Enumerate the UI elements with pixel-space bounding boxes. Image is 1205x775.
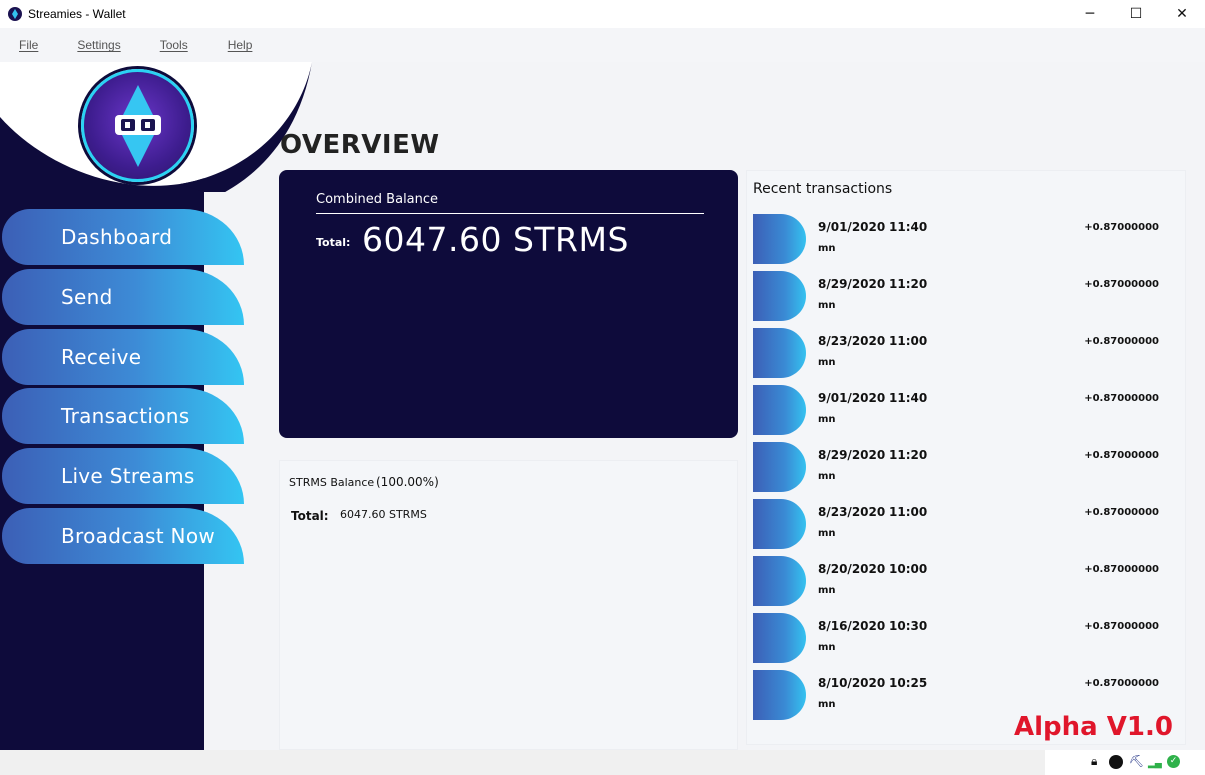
maximize-button[interactable]: ☐ (1129, 6, 1143, 22)
transaction-date: 9/01/2020 (818, 391, 886, 405)
transaction-icon (753, 385, 806, 435)
title-bar: Streamies - Wallet ─ ☐ ✕ (0, 0, 1205, 28)
transaction-amount: +0.87000000 (1084, 222, 1159, 233)
transaction-type: mn (818, 528, 836, 539)
transaction-icon (753, 442, 806, 492)
strms-balance-percent: (100.00%) (376, 475, 439, 489)
nav-broadcast-now[interactable]: Broadcast Now (2, 508, 244, 564)
transaction-row[interactable]: 8/29/2020 11:20 mn +0.87000000 (753, 271, 1173, 321)
combined-balance-label: Combined Balance (316, 192, 439, 207)
window-controls: ─ ☐ ✕ (1067, 0, 1205, 28)
menu-bar: File Settings Tools Help (0, 28, 1205, 62)
combined-balance-card: Combined Balance Total: 6047.60 STRMS (279, 170, 738, 438)
transaction-amount: +0.87000000 (1084, 393, 1159, 404)
transaction-time: 10:00 (889, 562, 928, 576)
total-label: Total: (316, 236, 351, 249)
strms-balance-panel: STRMS Balance (100.00%) Total: 6047.60 S… (279, 460, 738, 750)
transaction-icon (753, 613, 806, 663)
total-balance-value: 6047.60 STRMS (362, 220, 629, 259)
transaction-icon (753, 499, 806, 549)
transaction-time: 11:00 (889, 334, 928, 348)
transaction-time: 11:20 (889, 277, 928, 291)
transaction-row[interactable]: 8/20/2020 10:00 mn +0.87000000 (753, 556, 1173, 606)
transaction-icon (753, 670, 806, 720)
nav-receive[interactable]: Receive (2, 329, 244, 385)
status-icons-area: 🔒︎ ⛏ ▂▄ ✓ (1045, 750, 1205, 775)
menu-settings[interactable]: Settings (77, 38, 121, 52)
signal-icon[interactable]: ▂▄ (1148, 759, 1162, 769)
transaction-amount: +0.87000000 (1084, 678, 1159, 689)
transaction-amount: +0.87000000 (1084, 564, 1159, 575)
status-bar: 🔒︎ ⛏ ▂▄ ✓ (0, 750, 1205, 775)
transaction-row[interactable]: 9/01/2020 11:40 mn +0.87000000 (753, 385, 1173, 435)
divider (316, 213, 704, 214)
transaction-type: mn (818, 243, 836, 254)
nav-dashboard[interactable]: Dashboard (2, 209, 244, 265)
transaction-date: 8/23/2020 (818, 505, 886, 519)
window-title: Streamies - Wallet (28, 7, 126, 21)
transaction-amount: +0.87000000 (1084, 507, 1159, 518)
transaction-row[interactable]: 8/16/2020 10:30 mn +0.87000000 (753, 613, 1173, 663)
transaction-icon (753, 556, 806, 606)
transaction-row[interactable]: 8/29/2020 11:20 mn +0.87000000 (753, 442, 1173, 492)
mining-icon[interactable]: ⛏ (1129, 754, 1145, 768)
transaction-time: 11:40 (889, 220, 928, 234)
transaction-amount: +0.87000000 (1084, 336, 1159, 347)
transaction-time: 11:40 (889, 391, 928, 405)
transaction-icon (753, 271, 806, 321)
transaction-type: mn (818, 300, 836, 311)
strms-total-value: 6047.60 STRMS (340, 508, 427, 521)
transaction-amount: +0.87000000 (1084, 621, 1159, 632)
transaction-date: 8/29/2020 (818, 448, 886, 462)
menu-file[interactable]: File (19, 38, 39, 52)
recent-transactions-panel: Recent transactions 9/01/2020 11:40 mn +… (746, 170, 1186, 745)
nav-live-streams[interactable]: Live Streams (2, 448, 244, 504)
nav-transactions[interactable]: Transactions (2, 388, 244, 444)
page-title: OVERVIEW (280, 130, 440, 160)
transaction-amount: +0.87000000 (1084, 279, 1159, 290)
close-button[interactable]: ✕ (1176, 6, 1188, 22)
transaction-time: 11:20 (889, 448, 928, 462)
transaction-icon (753, 328, 806, 378)
transaction-time: 10:25 (889, 676, 928, 690)
transaction-date: 8/29/2020 (818, 277, 886, 291)
transaction-date: 8/10/2020 (818, 676, 886, 690)
strms-balance-label: STRMS Balance (289, 476, 375, 489)
sync-check-icon[interactable]: ✓ (1167, 755, 1180, 768)
transaction-type: mn (818, 471, 836, 482)
transaction-time: 10:30 (889, 619, 928, 633)
minimize-button[interactable]: ─ (1085, 6, 1095, 22)
transaction-row[interactable]: 8/10/2020 10:25 mn +0.87000000 (753, 670, 1173, 720)
transaction-row[interactable]: 9/01/2020 11:40 mn +0.87000000 (753, 214, 1173, 264)
transaction-date: 9/01/2020 (818, 220, 886, 234)
transaction-date: 8/20/2020 (818, 562, 886, 576)
transaction-amount: +0.87000000 (1084, 450, 1159, 461)
transaction-type: mn (818, 642, 836, 653)
transaction-type: mn (818, 585, 836, 596)
transaction-type: mn (818, 699, 836, 710)
streamies-icon[interactable] (1109, 755, 1123, 769)
menu-help[interactable]: Help (227, 38, 253, 52)
nav-send[interactable]: Send (2, 269, 244, 325)
recent-transactions-title: Recent transactions (753, 181, 893, 197)
transaction-type: mn (818, 414, 836, 425)
lock-icon[interactable]: 🔒︎ (1091, 754, 1098, 768)
streamies-logo-icon (114, 84, 161, 167)
transaction-row[interactable]: 8/23/2020 11:00 mn +0.87000000 (753, 328, 1173, 378)
transaction-type: mn (818, 357, 836, 368)
transaction-icon (753, 214, 806, 264)
transaction-row[interactable]: 8/23/2020 11:00 mn +0.87000000 (753, 499, 1173, 549)
transaction-date: 8/16/2020 (818, 619, 886, 633)
strms-total-label: Total: (291, 509, 329, 523)
transaction-date: 8/23/2020 (818, 334, 886, 348)
transaction-time: 11:00 (889, 505, 928, 519)
menu-tools[interactable]: Tools (159, 38, 188, 52)
streamies-logo (81, 69, 194, 182)
version-label: Alpha V1.0 (1014, 712, 1173, 742)
app-icon (8, 7, 22, 21)
